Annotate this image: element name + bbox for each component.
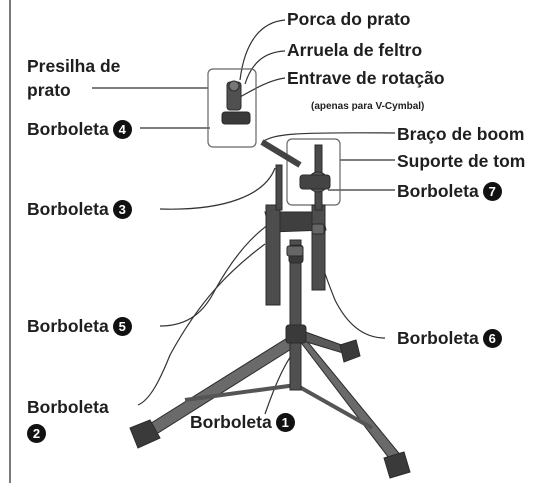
label-entrave-note: (apenas para V-Cymbal) (311, 101, 425, 112)
leader-porca (239, 19, 286, 81)
label-presilha-line2: prato (27, 80, 71, 100)
label-suporte-de-tom: Suporte de tom (397, 151, 526, 171)
label-entrave-de-rotacao: Entrave de rotação (287, 68, 445, 88)
label-arruela-de-feltro: Arruela de feltro (287, 40, 423, 60)
label-borboleta-2-text: Borboleta (27, 397, 109, 417)
label-borboleta-2-number: 2 (23, 423, 46, 443)
label-presilha-line1: Presilha de (27, 56, 121, 76)
label-porca-do-prato: Porca do prato (287, 9, 411, 29)
tom-holder-callout (286, 138, 341, 206)
label-braco-de-boom: Braço de boom (397, 124, 525, 144)
cymbal-holder-callout (207, 68, 257, 148)
stand (129, 80, 411, 479)
